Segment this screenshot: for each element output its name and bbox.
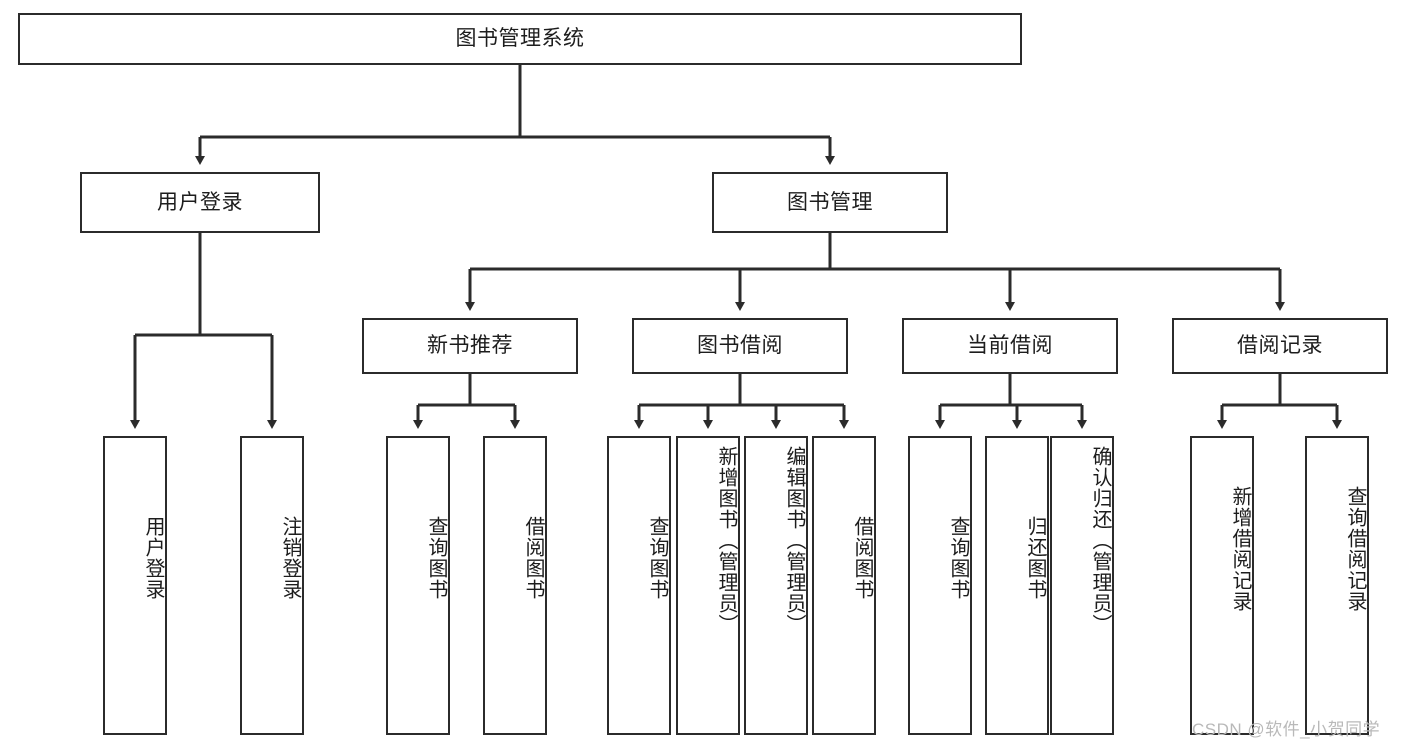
node-book-borrow-label: 图书借阅 <box>697 334 783 358</box>
leaf-query-book-rec[interactable]: 查询图书 <box>386 436 450 735</box>
leaf-query-book-borrow-label: 查询图书 <box>646 516 668 600</box>
leaf-query-book-current-label: 查询图书 <box>947 516 969 600</box>
leaf-user-logout[interactable]: 注销登录 <box>240 436 304 735</box>
leaf-borrow-book[interactable]: 借阅图书 <box>812 436 876 735</box>
leaf-query-book-current[interactable]: 查询图书 <box>908 436 972 735</box>
node-current-borrow[interactable]: 当前借阅 <box>902 318 1118 374</box>
leaf-return-book[interactable]: 归还图书 <box>985 436 1049 735</box>
leaf-return-book-label: 归还图书 <box>1024 516 1046 600</box>
node-user-login[interactable]: 用户登录 <box>80 172 320 233</box>
node-book-manage[interactable]: 图书管理 <box>712 172 948 233</box>
node-root-label: 图书管理系统 <box>455 27 585 51</box>
leaf-borrow-book-rec-label: 借阅图书 <box>522 516 544 600</box>
leaf-query-book-rec-label: 查询图书 <box>425 516 447 600</box>
leaf-confirm-return-label: 确认归还（管理员） <box>1089 446 1111 635</box>
node-root[interactable]: 图书管理系统 <box>18 13 1022 65</box>
leaf-add-book[interactable]: 新增图书（管理员） <box>676 436 740 735</box>
node-new-book-recommend-label: 新书推荐 <box>427 334 513 358</box>
node-borrow-record-label: 借阅记录 <box>1237 334 1323 358</box>
leaf-edit-book-label: 编辑图书（管理员） <box>783 446 805 635</box>
node-book-borrow[interactable]: 图书借阅 <box>632 318 848 374</box>
node-new-book-recommend[interactable]: 新书推荐 <box>362 318 578 374</box>
leaf-query-borrow-record[interactable]: 查询借阅记录 <box>1305 436 1369 735</box>
leaf-user-logout-label: 注销登录 <box>279 516 301 600</box>
node-borrow-record[interactable]: 借阅记录 <box>1172 318 1388 374</box>
leaf-confirm-return[interactable]: 确认归还（管理员） <box>1050 436 1114 735</box>
leaf-borrow-book-label: 借阅图书 <box>851 516 873 600</box>
leaf-query-borrow-record-label: 查询借阅记录 <box>1344 486 1366 612</box>
leaf-borrow-book-rec[interactable]: 借阅图书 <box>483 436 547 735</box>
leaf-user-login[interactable]: 用户登录 <box>103 436 167 735</box>
leaf-add-borrow-record-label: 新增借阅记录 <box>1229 486 1251 612</box>
node-user-login-label: 用户登录 <box>157 190 243 214</box>
leaf-user-login-label: 用户登录 <box>142 516 164 600</box>
leaf-add-borrow-record[interactable]: 新增借阅记录 <box>1190 436 1254 735</box>
node-book-manage-label: 图书管理 <box>787 190 873 214</box>
leaf-edit-book[interactable]: 编辑图书（管理员） <box>744 436 808 735</box>
leaf-add-book-label: 新增图书（管理员） <box>715 446 737 635</box>
csdn-watermark: CSDN @软件_小贺同学 <box>1192 720 1381 739</box>
leaf-query-book-borrow[interactable]: 查询图书 <box>607 436 671 735</box>
node-current-borrow-label: 当前借阅 <box>967 334 1053 358</box>
